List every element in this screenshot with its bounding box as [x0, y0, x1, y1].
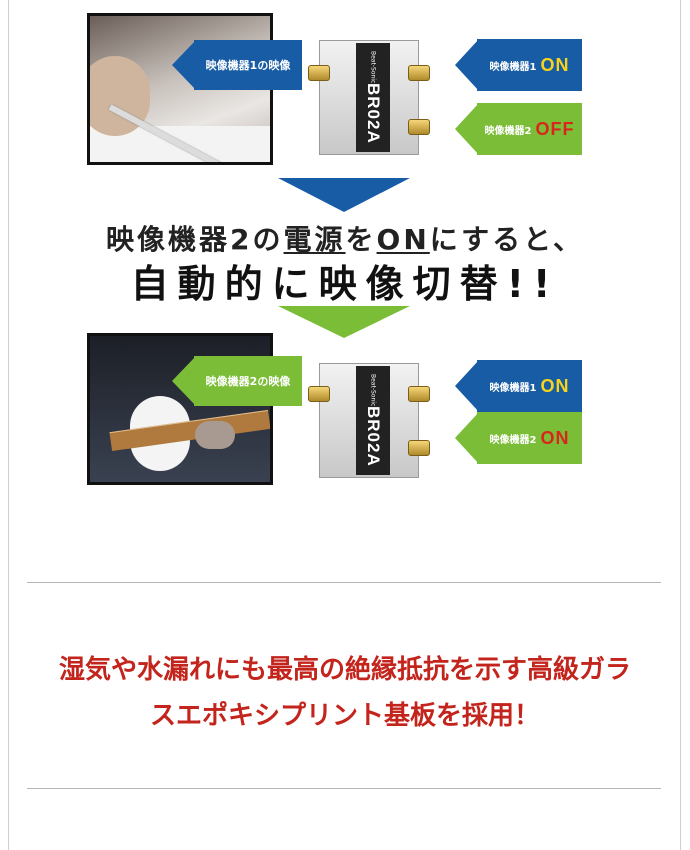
output-2-label: 映像機器2	[484, 125, 532, 137]
tv-source-label: 映像機器2の映像	[194, 356, 302, 406]
rca-jack-output	[308, 386, 330, 402]
tv-source-callout: 映像機器2の映像	[172, 356, 302, 406]
output-2-state: OFF	[535, 118, 575, 139]
content-frame	[8, 0, 681, 850]
rca-jack-input-2	[408, 119, 430, 135]
diagram-device1-active: 映像機器1の映像 Beat-Sonic BR02A 映像機器1 ON 映像機器2…	[87, 0, 582, 170]
output-2-callout: 映像機器2 ON	[455, 412, 582, 464]
output-1-callout: 映像機器1 ON	[455, 360, 582, 412]
device-brand: Beat-Sonic	[369, 374, 377, 407]
br02a-device: Beat-Sonic BR02A	[308, 40, 430, 155]
device-label-panel: Beat-Sonic BR02A	[356, 366, 390, 475]
output-1-label: 映像機器1	[489, 382, 537, 394]
diagram-device2-active: 映像機器2の映像 Beat-Sonic BR02A 映像機器1 ON 映像機器2…	[87, 328, 582, 498]
rca-jack-input-2	[408, 440, 430, 456]
rca-jack-input-1	[408, 386, 430, 402]
divider-top	[27, 582, 661, 583]
output-1-state: ON	[540, 375, 570, 396]
br02a-device: Beat-Sonic BR02A	[308, 363, 430, 478]
caption-line-1: 映像機器2の電源をONにすると、	[106, 223, 584, 256]
device-model: BR02A	[364, 406, 383, 467]
output-2-label: 映像機器2	[489, 434, 537, 446]
output-1-label: 映像機器1	[489, 61, 537, 73]
tv-source-callout: 映像機器1の映像	[172, 40, 302, 90]
tv-source-label: 映像機器1の映像	[194, 40, 302, 90]
feature-headline-line-1: 湿気や水漏れにも最高の絶縁抵抗を示す高級ガラ	[58, 655, 631, 685]
feature-headline-line-2: スエポキシプリント基板を採用！	[149, 701, 540, 731]
rca-jack-output	[308, 65, 330, 81]
caption-line-2: 自動的に映像切替!!	[130, 262, 560, 306]
rca-jack-input-1	[408, 65, 430, 81]
device-label-panel: Beat-Sonic BR02A	[356, 43, 390, 152]
output-1-state: ON	[540, 54, 570, 75]
device-brand: Beat-Sonic	[369, 51, 377, 84]
divider-bottom	[27, 788, 661, 789]
output-1-callout: 映像機器1 ON	[455, 39, 582, 91]
feature-headline: 湿気や水漏れにも最高の絶縁抵抗を示す高級ガラ スエポキシプリント基板を採用！	[20, 647, 670, 739]
output-2-callout: 映像機器2 OFF	[455, 103, 582, 155]
down-arrow-blue	[278, 178, 410, 212]
output-2-state: ON	[540, 427, 570, 448]
device-model: BR02A	[364, 83, 383, 144]
down-arrow-green	[278, 306, 410, 338]
